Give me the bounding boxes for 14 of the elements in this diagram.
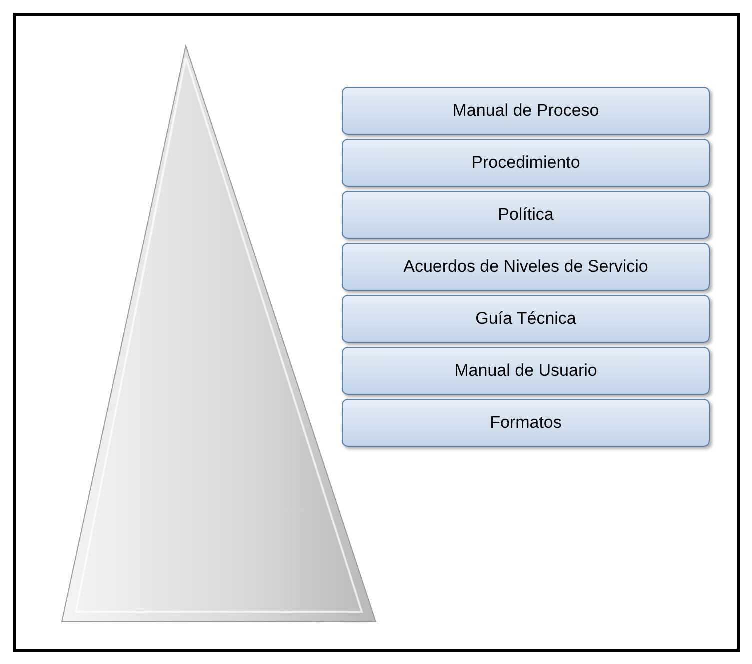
level-label: Manual de Proceso bbox=[452, 100, 600, 122]
level-label: Política bbox=[498, 204, 554, 226]
level-box bbox=[342, 347, 710, 395]
level-box bbox=[342, 139, 710, 187]
level-box bbox=[342, 243, 710, 291]
level-box bbox=[342, 295, 710, 343]
level-label: Guía Técnica bbox=[476, 308, 576, 330]
level-box bbox=[342, 191, 710, 239]
level-box bbox=[342, 399, 710, 447]
level-label: Formatos bbox=[490, 412, 562, 434]
level-box bbox=[342, 87, 710, 135]
level-label: Procedimiento bbox=[472, 152, 580, 174]
level-label: Manual de Usuario bbox=[454, 360, 598, 382]
level-label: Acuerdos de Niveles de Servicio bbox=[404, 256, 648, 278]
